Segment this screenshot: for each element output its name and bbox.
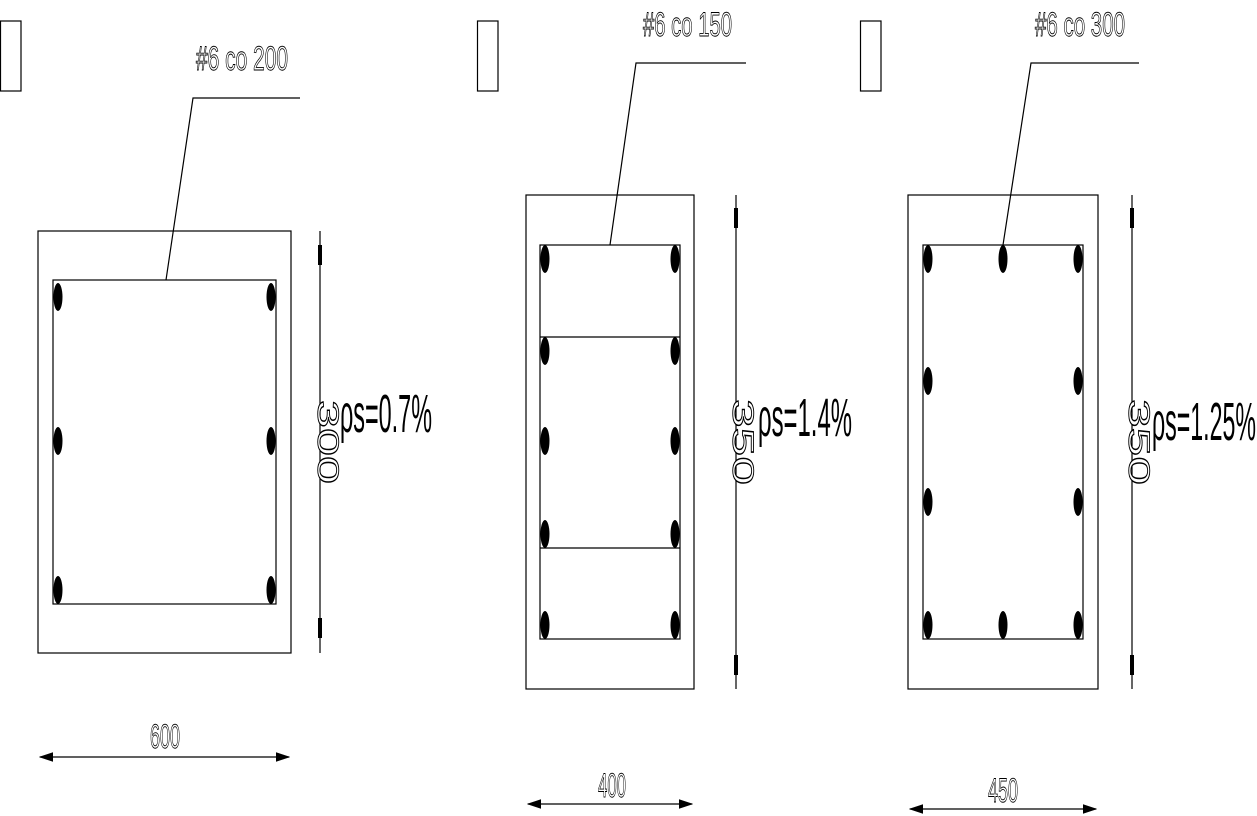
concrete-outline [525,194,695,690]
reinforcement-ratio: ρs=1.4% [758,388,852,448]
stirrup [52,279,277,605]
concrete-outline [37,230,292,654]
leader-line [1002,62,1139,246]
stirrup-label: #6 co 200 [196,40,288,78]
section-marker [859,20,882,92]
rebars [540,245,680,639]
height-dimension: 350 [1122,399,1155,485]
section-marker [476,20,499,92]
section-1: #6 co 200 300 ρs=0.7% 600 [0,20,432,762]
reinforcement-ratio: ρs=0.7% [340,384,432,444]
rebars [53,283,276,604]
height-dimension: 300 [311,400,344,484]
stirrup-label: #6 co 300 [1035,6,1125,44]
stirrup [539,244,681,640]
concrete-outline [907,194,1099,690]
section-3: #6 co 300 350 ρs=1.25% 450 [859,6,1256,814]
section-marker [0,20,22,92]
leader-line [165,97,300,281]
height-dimension: 350 [726,399,759,485]
section-2: #6 co 150 350 ρs=1.4% 400 [476,6,852,809]
width-dimension: 400 [598,767,626,805]
stirrup [922,244,1084,640]
rebars [923,245,1083,639]
leader-line [609,62,746,246]
width-dimension: 600 [150,718,180,756]
reinforcement-ratio: ρs=1.25% [1152,392,1256,452]
stirrup-label: #6 co 150 [643,6,732,44]
width-dimension: 450 [988,772,1018,810]
